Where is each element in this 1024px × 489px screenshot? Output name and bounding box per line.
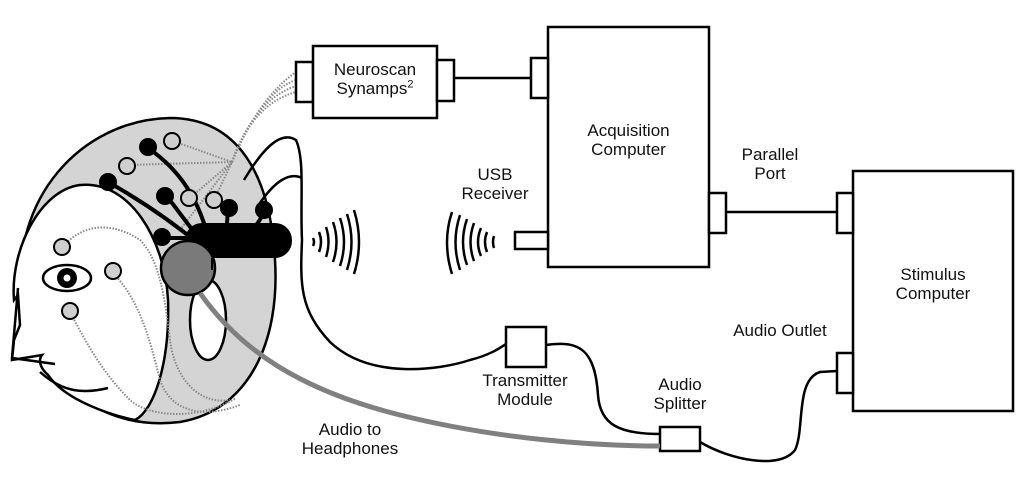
audio-outlet-label-text: Audio Outlet <box>733 321 827 340</box>
transmitter-to-splitter-cable <box>545 342 661 436</box>
headphone-earpiece <box>159 239 217 297</box>
neuroscan-output-connector <box>435 58 456 103</box>
acquisition-computer-box <box>546 25 711 269</box>
neuroscan-input-connector <box>294 60 315 104</box>
active-electrode <box>220 199 238 217</box>
stimulus-audio-connector <box>835 351 855 395</box>
neuroscan-label-line1: Neuroscan <box>333 60 417 79</box>
active-electrode <box>153 228 171 246</box>
usb-receiver-label: USB Receiver <box>440 165 550 203</box>
splitter-to-stimulus-cable <box>699 369 838 463</box>
active-electrode <box>255 201 273 219</box>
passive-electrode <box>104 262 122 280</box>
acquisition-parallel-connector <box>707 191 728 235</box>
audio-splitter-label: Audio Splitter <box>630 375 730 413</box>
passive-electrode <box>205 191 223 209</box>
usb-receiver-label-line2: Receiver <box>461 184 529 203</box>
active-electrode <box>99 173 117 191</box>
nose-outline <box>10 287 56 366</box>
audio-outlet-label: Audio Outlet <box>720 321 840 340</box>
stimulus-parallel-connector <box>835 191 855 235</box>
acquisition-computer-label: Acquisition Computer <box>548 121 709 159</box>
wireless-amplifier <box>185 223 292 258</box>
splitter-label-line2: Splitter <box>653 394 707 413</box>
stimulus-computer-label: Stimulus Computer <box>853 265 1013 303</box>
parallel-port-label: Parallel Port <box>720 145 820 183</box>
acquisition-label-line1: Acquisition <box>587 121 670 140</box>
wireless-signal-out-icon <box>311 209 361 275</box>
parallel-port-label-line1: Parallel <box>741 145 799 164</box>
neuroscan-label-name: Synamps <box>336 79 408 98</box>
transmitter-module-label: Transmitter Module <box>470 371 580 409</box>
passive-electrodes <box>53 132 223 320</box>
wireless-signal-in-icon <box>445 211 496 275</box>
acquisition-label-line2: Computer <box>591 140 666 159</box>
usb-receiver-label-line1: USB <box>477 165 513 184</box>
passive-electrode <box>61 302 79 320</box>
stimulus-label-line1: Stimulus <box>900 265 966 284</box>
passive-electrode <box>118 157 136 175</box>
stimulus-computer-box <box>851 169 1015 413</box>
passive-electrode <box>163 132 181 150</box>
neuroscan-synamps-node <box>294 44 456 120</box>
neuroscan-label-line2: Synamps2 <box>313 79 437 98</box>
stimulus-label-line2: Computer <box>895 284 971 303</box>
audio-headphones-label-line1: Audio to <box>318 420 382 439</box>
audio-to-headphones-cable <box>197 291 661 449</box>
headset-loop <box>242 136 507 371</box>
acquisition-input-connector <box>529 56 550 100</box>
passive-electrode <box>53 238 71 256</box>
active-electrode <box>139 138 157 156</box>
transmitter-module-box <box>504 325 548 369</box>
usb-receiver-dongle <box>513 230 550 251</box>
headset-inner-loop <box>256 174 303 207</box>
head-illustration <box>10 71 507 425</box>
active-electrode <box>156 187 174 205</box>
audio-headphones-label-line2: Headphones <box>301 439 399 458</box>
transmitter-label-line2: Module <box>497 390 553 409</box>
pupil-highlight <box>63 274 71 282</box>
transmitter-label-line1: Transmitter <box>482 371 568 390</box>
parallel-port-label-line2: Port <box>754 164 786 183</box>
jaw-line <box>39 371 109 393</box>
acquisition-computer-node <box>513 25 728 269</box>
audio-headphones-label: Audio to Headphones <box>290 420 410 458</box>
active-electrodes <box>99 138 273 246</box>
neuroscan-label: Neuroscan Synamps2 <box>313 60 437 98</box>
passive-electrode <box>180 189 198 207</box>
face <box>10 183 170 422</box>
splitter-label-line1: Audio <box>658 375 702 394</box>
stimulus-computer-node <box>835 169 1015 413</box>
audio-splitter-box <box>658 425 702 453</box>
neuroscan-label-superscript: 2 <box>407 78 414 91</box>
